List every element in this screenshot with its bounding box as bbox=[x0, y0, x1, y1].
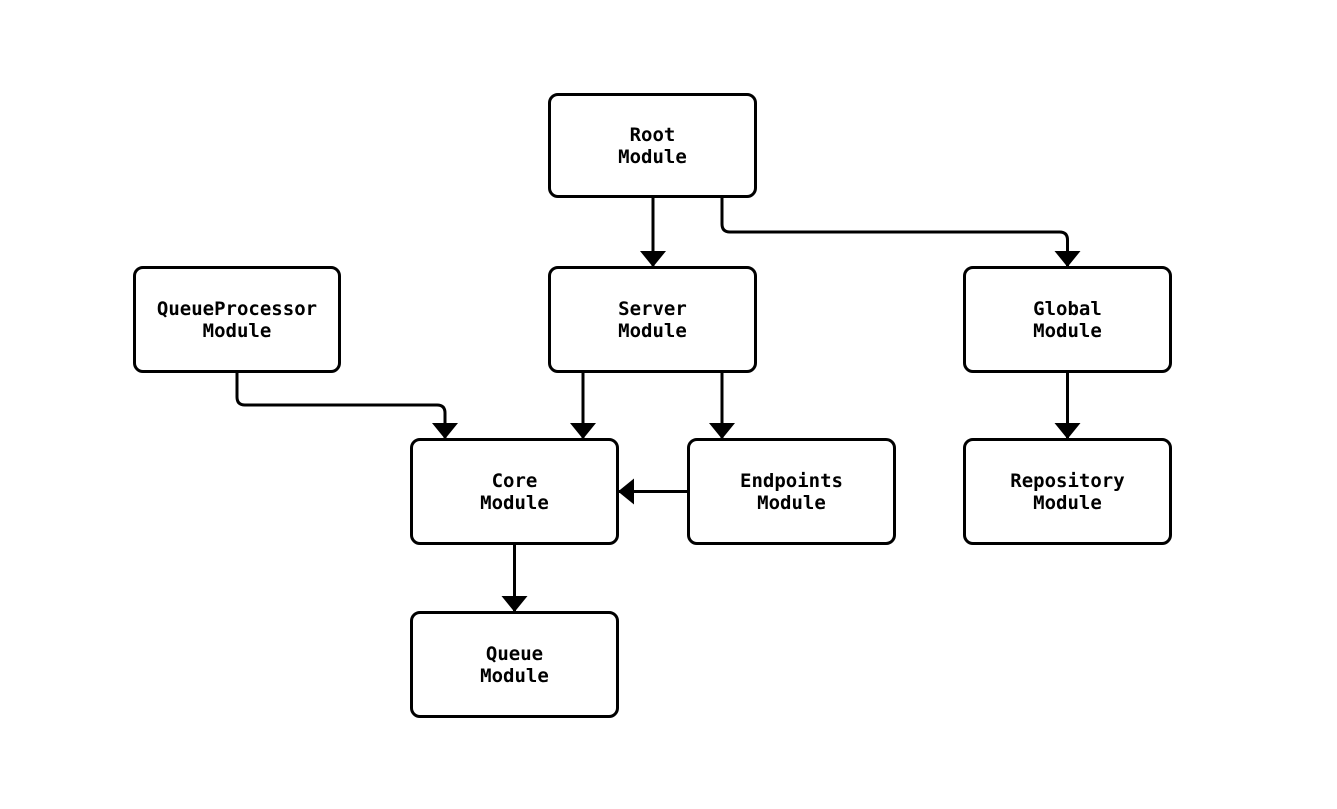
edge-queueprocessor-to-core bbox=[235, 373, 458, 439]
node-global-module: Global Module bbox=[963, 266, 1172, 373]
node-root-module-label: Root Module bbox=[618, 123, 687, 168]
node-queue-module: Queue Module bbox=[410, 611, 619, 718]
node-repository-module: Repository Module bbox=[963, 438, 1172, 545]
node-server-module: Server Module bbox=[548, 266, 757, 373]
edge-root-to-global bbox=[720, 198, 1081, 267]
node-endpoints-module: Endpoints Module bbox=[687, 438, 896, 545]
node-root-module: Root Module bbox=[548, 93, 757, 198]
node-core-module-label: Core Module bbox=[480, 469, 549, 514]
node-core-module: Core Module bbox=[410, 438, 619, 545]
node-queueprocessor-module: QueueProcessor Module bbox=[133, 266, 341, 373]
node-endpoints-module-label: Endpoints Module bbox=[740, 469, 843, 514]
node-queue-module-label: Queue Module bbox=[480, 642, 549, 687]
node-server-module-label: Server Module bbox=[618, 297, 687, 342]
node-global-module-label: Global Module bbox=[1033, 297, 1102, 342]
node-repository-module-label: Repository Module bbox=[1010, 469, 1125, 514]
node-queueprocessor-module-label: QueueProcessor Module bbox=[156, 297, 318, 342]
